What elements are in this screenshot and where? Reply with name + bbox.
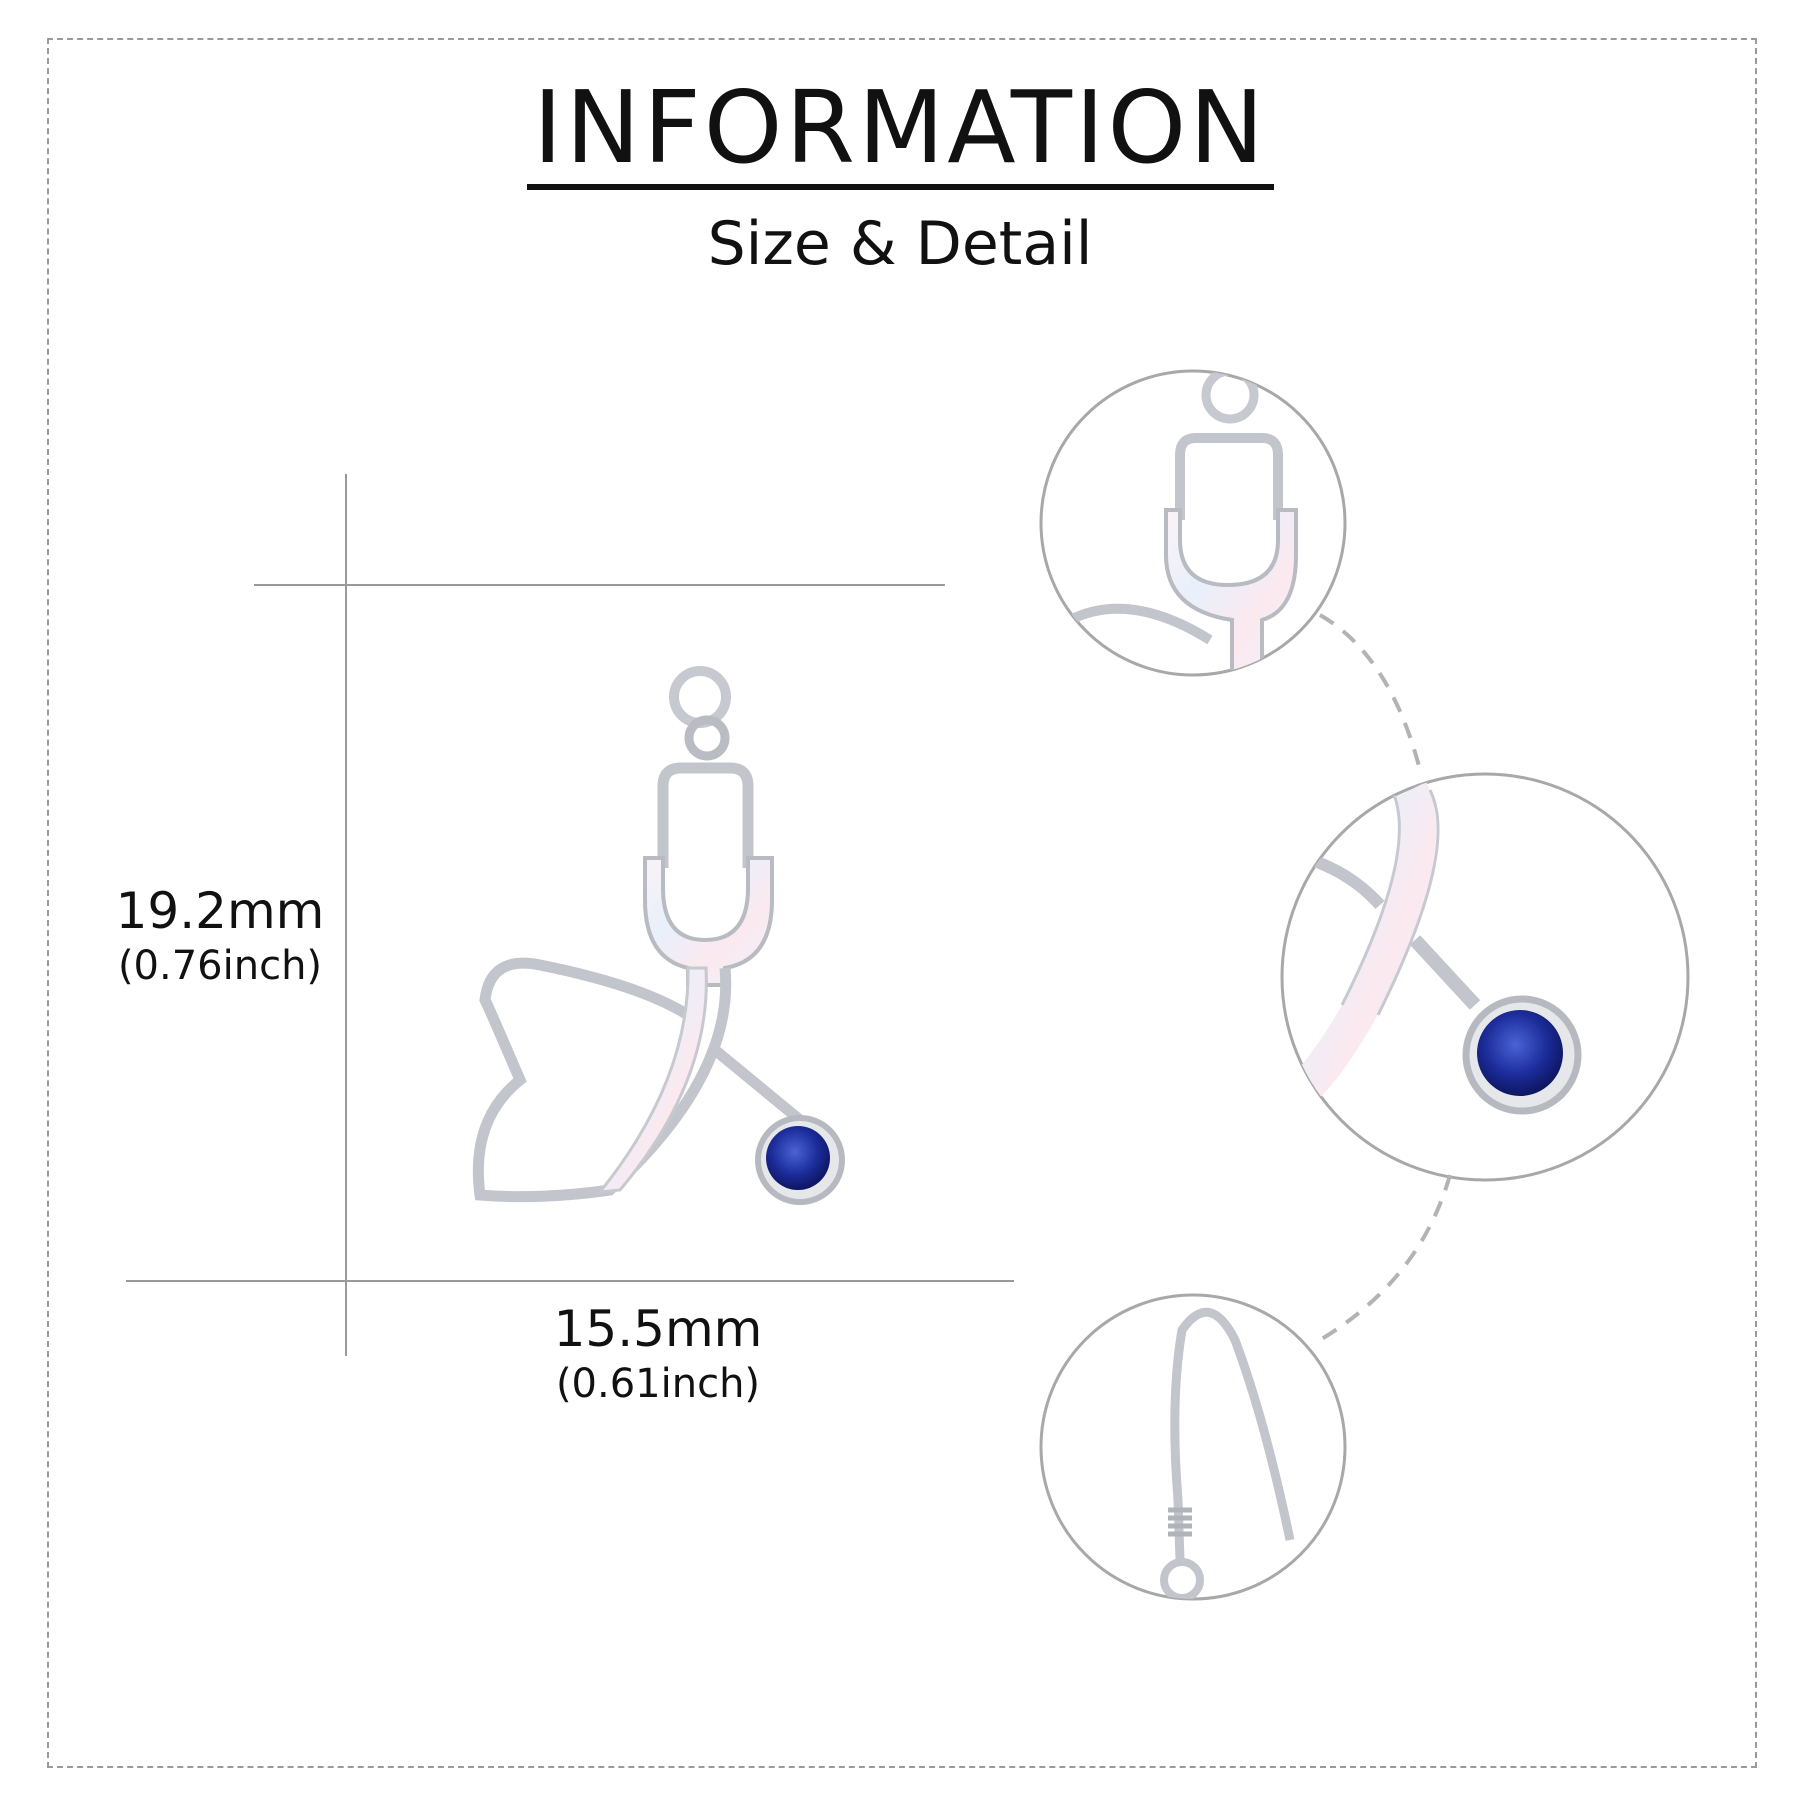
height-dimension: 19.2mm (0.76inch) [0, 886, 440, 986]
stethoscope-pendant-icon [472, 666, 845, 1205]
height-mm-label: 19.2mm [115, 882, 325, 940]
ear-hook-detail-icon [1160, 1307, 1295, 1599]
dimension-guides [126, 474, 1014, 1356]
stethoscope-earpiece-detail-icon [1067, 371, 1298, 675]
detail-connectors [1318, 613, 1452, 1342]
width-dimension: 15.5mm (0.61inch) [458, 1304, 858, 1404]
width-mm-label: 15.5mm [553, 1300, 763, 1358]
detail-view-1 [1039, 369, 1347, 677]
width-inch-label: (0.61inch) [555, 1361, 761, 1407]
detail-view-3 [1039, 1293, 1347, 1601]
page-title: INFORMATION [532, 69, 1268, 186]
height-inch-label: (0.76inch) [117, 943, 323, 989]
title-underline [527, 184, 1274, 190]
page-subtitle: Size & Detail [707, 209, 1093, 279]
dashed-border-frame [47, 38, 1757, 1768]
detail-view-2 [1280, 772, 1690, 1182]
